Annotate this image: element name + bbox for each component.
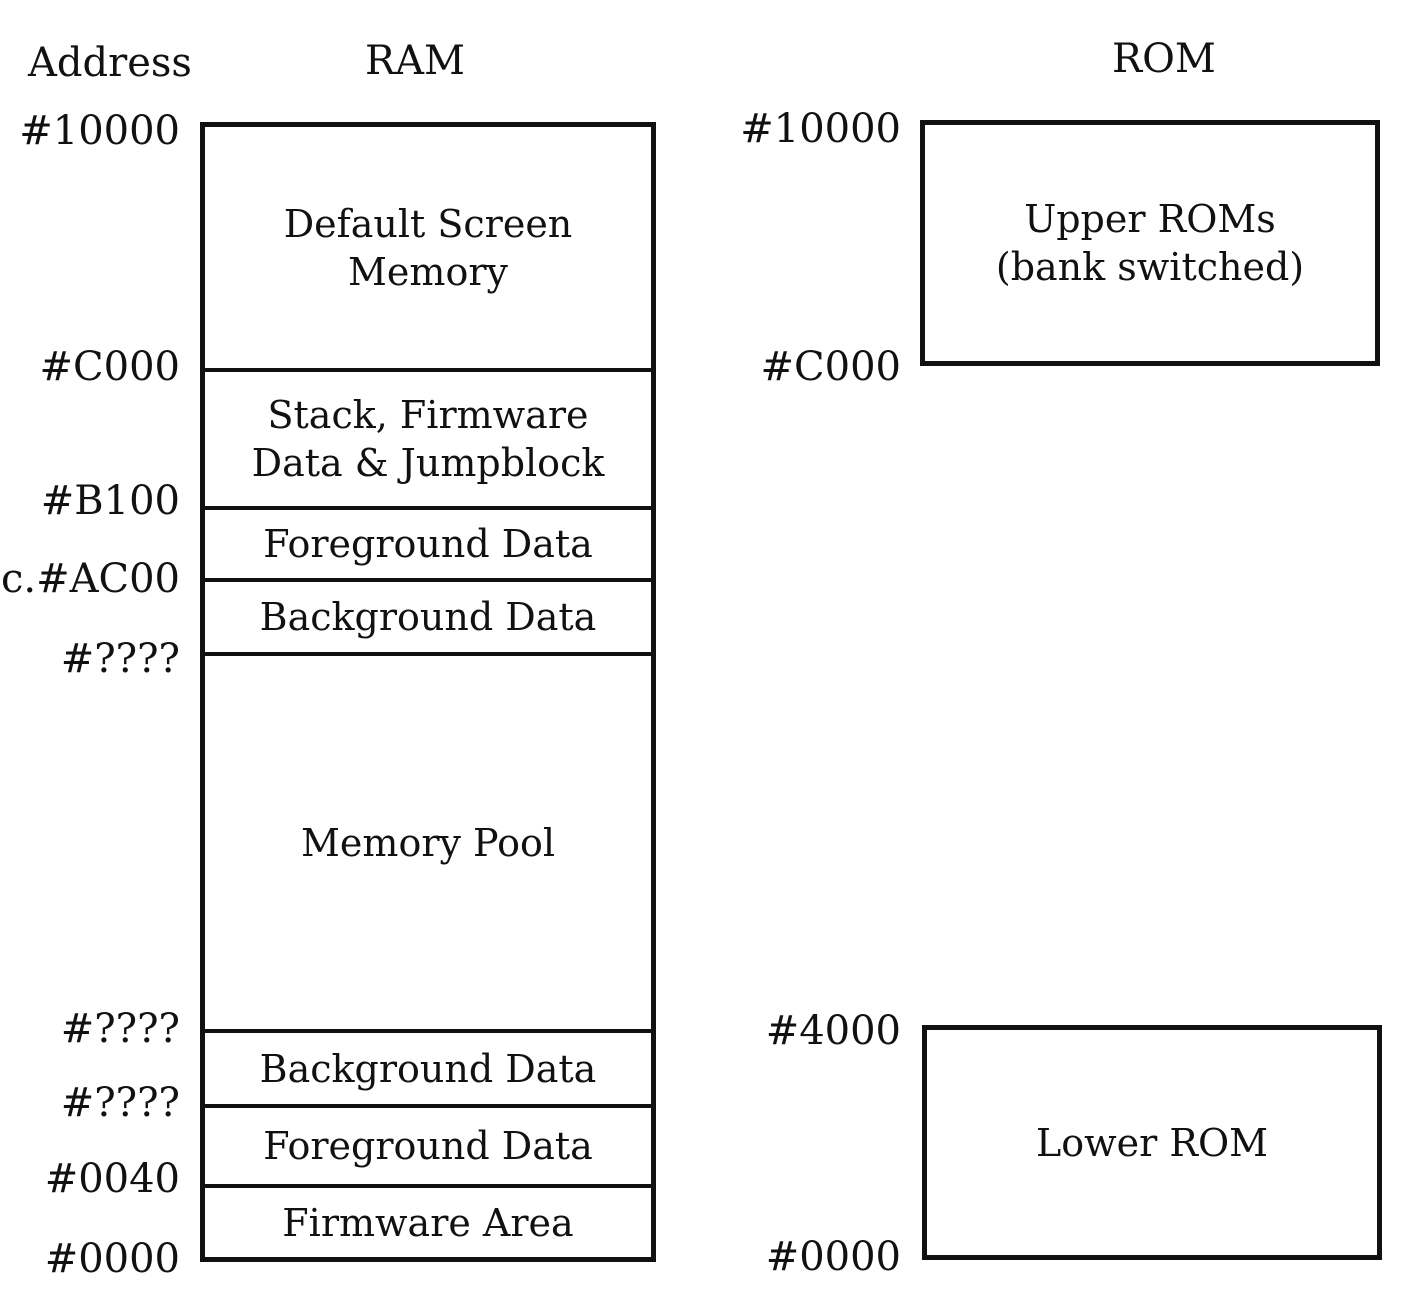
ram-divider-ac00: [205, 578, 651, 582]
ram-divider-unknown-2: [205, 1029, 651, 1033]
ram-divider-c000: [205, 368, 651, 372]
rom-address-0000: #0000: [765, 1234, 901, 1280]
ram-address-unknown-2: #????: [60, 1006, 180, 1052]
region-label: Data & Jumpblock: [251, 441, 605, 485]
ram-region-memory-pool: Memory Pool: [205, 656, 651, 1029]
ram-address-unknown-3: #????: [60, 1080, 180, 1126]
rom-region-upper-roms: Upper ROMs (bank switched): [920, 120, 1380, 366]
rom-region-lower-rom: Lower ROM: [922, 1025, 1382, 1260]
ram-divider-b100: [205, 506, 651, 510]
ram-region-foreground-data-low: Foreground Data: [205, 1108, 651, 1184]
region-label: Foreground Data: [263, 1124, 593, 1168]
region-label: Firmware Area: [282, 1200, 574, 1245]
ram-address-0040: #0040: [44, 1156, 180, 1202]
rom-header: ROM: [1112, 36, 1216, 82]
region-label: (bank switched): [995, 245, 1305, 289]
ram-address-ac00: c.#AC00: [0, 556, 180, 602]
region-label: Default Screen: [283, 201, 573, 246]
ram-header: RAM: [365, 38, 465, 84]
ram-address-c000: #C000: [39, 344, 180, 390]
ram-address-b100: #B100: [40, 478, 180, 524]
region-label: Foreground Data: [263, 522, 593, 566]
region-label: Stack, Firmware: [267, 393, 589, 437]
ram-region-background-data-high: Background Data: [205, 582, 651, 652]
region-label: Memory: [348, 249, 508, 294]
ram-address-unknown-1: #????: [60, 636, 180, 682]
ram-address-0000: #0000: [44, 1236, 180, 1282]
ram-divider-0040: [205, 1184, 651, 1188]
ram-region-foreground-data-high: Foreground Data: [205, 510, 651, 578]
ram-address-10000: #10000: [19, 108, 180, 154]
ram-divider-unknown-1: [205, 652, 651, 656]
ram-region-stack-firmware: Stack, Firmware Data & Jumpblock: [205, 372, 651, 506]
region-label: Background Data: [259, 595, 597, 639]
rom-address-10000: #10000: [740, 106, 901, 152]
ram-memory-map: Default Screen Memory Stack, Firmware Da…: [200, 122, 656, 1262]
region-label: Background Data: [259, 1046, 597, 1091]
region-label: Lower ROM: [1035, 1120, 1269, 1165]
ram-region-firmware-area: Firmware Area: [205, 1188, 651, 1257]
rom-address-4000: #4000: [765, 1008, 901, 1054]
region-label: Memory Pool: [301, 820, 555, 865]
rom-address-c000: #C000: [760, 344, 901, 390]
ram-region-screen-memory: Default Screen Memory: [205, 127, 651, 368]
ram-divider-unknown-3: [205, 1104, 651, 1108]
ram-region-background-data-low: Background Data: [205, 1033, 651, 1104]
region-label: Upper ROMs: [1024, 197, 1276, 241]
address-header: Address: [28, 40, 192, 86]
